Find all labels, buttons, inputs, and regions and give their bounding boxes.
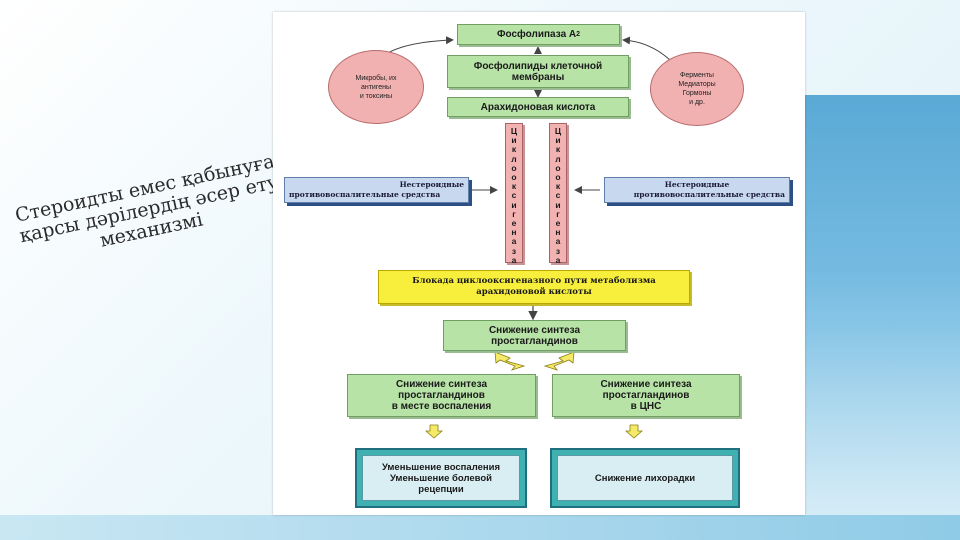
blockade-box: Блокада циклооксигеназного пути метаболи… bbox=[378, 270, 690, 304]
nsaid-right-line-1: Нестероидные bbox=[664, 180, 730, 189]
membrane-line-2: мембраны bbox=[511, 71, 565, 83]
cyclooxygenase-letter: а bbox=[511, 236, 517, 247]
cyclooxygenase-letter: к bbox=[555, 144, 561, 155]
cyclooxygenase-letter: с bbox=[511, 190, 517, 201]
cyclooxygenase-letter: а bbox=[511, 254, 517, 265]
cyclooxygenase-letter: к bbox=[511, 181, 517, 192]
cyclooxygenase-letter: г bbox=[556, 208, 560, 219]
cyclooxygenase-letter: о bbox=[511, 172, 517, 183]
cyclooxygenase-letter: л bbox=[555, 153, 561, 164]
cyclooxygenase-letter: о bbox=[555, 162, 561, 173]
enzymes-line-4: и др. bbox=[689, 99, 705, 106]
background-bottom-strip bbox=[0, 515, 960, 540]
nsaid-right-line-2: противовоспалительные средства bbox=[633, 190, 785, 199]
cyclooxygenase-letter: з bbox=[555, 245, 561, 256]
cyclooxygenase-letter: Ц bbox=[510, 126, 518, 136]
arrow-outcome-left bbox=[424, 424, 444, 439]
branch-left-line-3: в месте воспаления bbox=[391, 401, 492, 412]
outcome-left-line-3: рецепции bbox=[418, 483, 464, 495]
cyclooxygenase-letter: а bbox=[555, 254, 561, 265]
blockade-line-2: арахидоновой кислоты bbox=[476, 287, 592, 297]
reduction-box: Снижение синтеза простагландинов bbox=[443, 320, 626, 351]
cyclooxygenase-letter: з bbox=[511, 245, 517, 256]
branch-left-line-2: простагландинов bbox=[398, 390, 485, 401]
cyclooxygenase-letter: и bbox=[511, 199, 517, 210]
arrow-right-ellipse bbox=[622, 36, 671, 61]
cyclooxygenase-letter: о bbox=[555, 172, 561, 183]
cyclooxygenase-letter: Ц bbox=[554, 126, 562, 136]
cyclooxygenase-letter: л bbox=[511, 153, 517, 164]
enzymes-line-3: Гормоны bbox=[682, 90, 712, 97]
cyclooxygenase-letter: а bbox=[555, 236, 561, 247]
cyclooxygenase-letter: г bbox=[512, 208, 516, 219]
outcome-left-line-2: Уменьшение болевой bbox=[389, 472, 492, 484]
membrane-box: Фосфолипиды клеточной мембраны bbox=[447, 55, 629, 88]
microbes-line-2: антигены bbox=[360, 83, 392, 91]
phospholipase-subscript: 2 bbox=[576, 31, 581, 38]
cyclooxygenase-letter: е bbox=[511, 218, 517, 229]
cyclooxygenase-letter: с bbox=[555, 190, 561, 201]
nsaid-left-line-1: Нестероидные bbox=[399, 180, 464, 189]
cyclooxygenase-letter: о bbox=[511, 162, 517, 173]
cyclooxygenase-letter: и bbox=[555, 199, 561, 210]
outcome-right-label: Снижение лихорадки bbox=[594, 472, 696, 484]
reduction-line-2: простагландинов bbox=[491, 335, 578, 347]
microbes-ellipse: Микробы, их антигены и токсины bbox=[328, 50, 424, 124]
microbes-line-3: и токсины bbox=[359, 92, 393, 100]
background-blue-band bbox=[800, 95, 960, 515]
outcome-box-inflammation: Уменьшение воспаления Уменьшение болевой… bbox=[355, 448, 527, 508]
cyclooxygenase-letter: и bbox=[555, 135, 561, 146]
nsaid-box-left: Нестероидные противовоспалительные средс… bbox=[284, 177, 469, 203]
arrow-outcome-right bbox=[624, 424, 644, 439]
phospholipase-label: Фосфолипаза А bbox=[496, 29, 577, 40]
enzymes-line-1: Ферменты bbox=[680, 72, 714, 79]
cyclooxygenase-letter: е bbox=[555, 218, 561, 229]
branch-right-line-3: в ЦНС bbox=[630, 401, 662, 412]
outcome-box-fever: Снижение лихорадки bbox=[550, 448, 740, 508]
cyclooxygenase-letter: н bbox=[555, 227, 561, 238]
nsaid-left-line-2: противовоспалительные средства bbox=[289, 190, 441, 199]
arrow-split-right bbox=[543, 351, 575, 371]
arachidonic-box: Арахидоновая кислота bbox=[447, 97, 629, 117]
cyclooxygenase-letter: к bbox=[511, 144, 517, 155]
cyclooxygenase-letter: и bbox=[511, 135, 517, 146]
branch-left-line-1: Снижение синтеза bbox=[395, 379, 488, 390]
outcome-left-line-1: Уменьшение воспаления bbox=[381, 461, 501, 473]
microbes-line-1: Микробы, их bbox=[355, 74, 397, 82]
enzymes-ellipse: Ферменты Медиаторы Гормоны и др. bbox=[650, 52, 744, 126]
background-band-fade bbox=[800, 270, 960, 515]
outcome-right-inner: Снижение лихорадки bbox=[557, 455, 733, 501]
cyclooxygenase-letter: к bbox=[555, 181, 561, 192]
branch-right-line-1: Снижение синтеза bbox=[600, 379, 692, 390]
branch-box-cns: Снижение синтеза простагландинов в ЦНС bbox=[552, 374, 740, 417]
branch-box-inflammation: Снижение синтеза простагландинов в месте… bbox=[347, 374, 536, 417]
outcome-left-inner: Уменьшение воспаления Уменьшение болевой… bbox=[362, 455, 520, 501]
arrow-split-left bbox=[494, 351, 526, 371]
reduction-line-1: Снижение синтеза bbox=[488, 324, 581, 336]
branch-right-line-2: простагландинов bbox=[602, 390, 690, 401]
cyclooxygenase-letter: н bbox=[511, 227, 517, 238]
nsaid-box-right: Нестероидные противовоспалительные средс… bbox=[604, 177, 790, 203]
arachidonic-label: Арахидоновая кислота bbox=[480, 101, 596, 113]
blockade-line-1: Блокада циклооксигеназного пути метаболи… bbox=[412, 276, 656, 286]
membrane-line-1: Фосфолипиды клеточной bbox=[473, 60, 603, 72]
enzymes-line-2: Медиаторы bbox=[678, 81, 716, 88]
